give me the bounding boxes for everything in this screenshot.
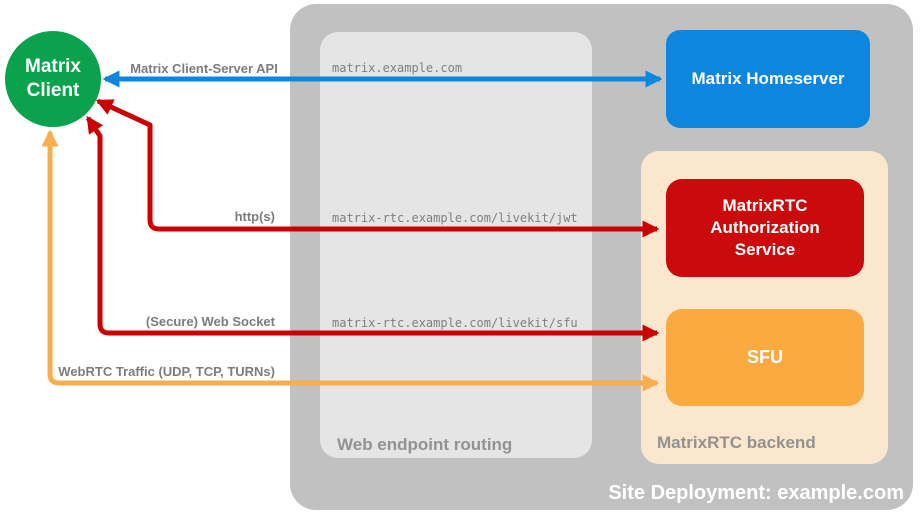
endpoint-sfu-url: matrix-rtc.example.com/livekit/sfu (332, 316, 578, 330)
endpoint-jwt-url: matrix-rtc.example.com/livekit/jwt (332, 211, 578, 225)
site-deployment-title: Site Deployment: example.com (608, 482, 904, 504)
matrix-client-node: Matrix Client (5, 31, 101, 127)
client-server-api-label: Matrix Client-Server API (130, 61, 278, 76)
endpoint-homeserver-url: matrix.example.com (332, 61, 463, 75)
web-endpoint-routing-label: Web endpoint routing (337, 435, 513, 454)
web-endpoint-routing-container (320, 32, 592, 458)
http-label: http(s) (234, 209, 275, 224)
websocket-label: (Secure) Web Socket (145, 314, 275, 329)
matrixrtc-authorization-service-node: MatrixRTC Authorization Service (666, 179, 864, 277)
sfu-label: SFU (747, 347, 783, 367)
matrix-client-label: Matrix Client (25, 56, 81, 101)
matrix-homeserver-label: Matrix Homeserver (691, 69, 845, 88)
matrix-homeserver-node: Matrix Homeserver (666, 30, 870, 128)
webrtc-traffic-label: WebRTC Traffic (UDP, TCP, TURNs) (58, 364, 275, 379)
sfu-node: SFU (666, 309, 864, 406)
matrixrtc-backend-label: MatrixRTC backend (657, 433, 816, 452)
matrixrtc-authorization-service-label: MatrixRTC Authorization Service (710, 196, 820, 259)
